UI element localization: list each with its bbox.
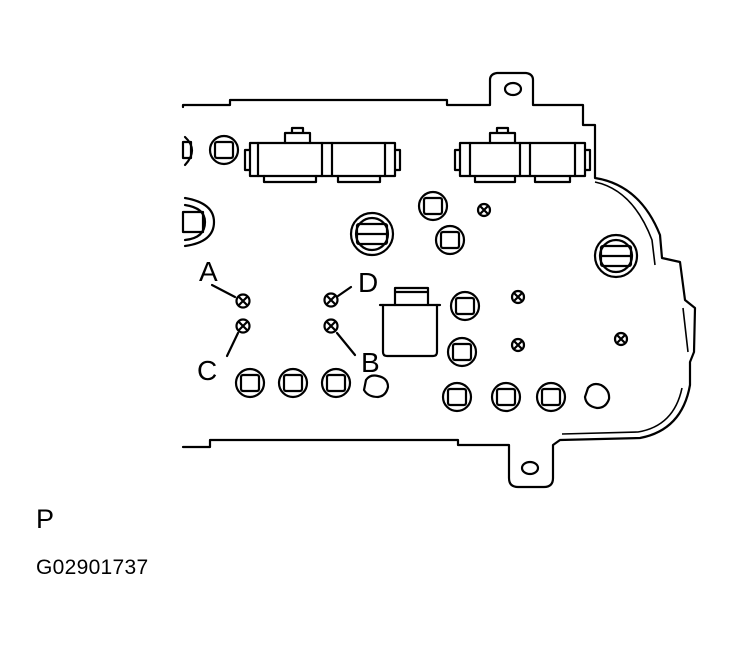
top-mounting-hole: [503, 81, 523, 97]
callout-a: A: [199, 256, 218, 287]
board-inner-edge: [561, 181, 689, 435]
bulb-sockets: [181, 134, 567, 413]
irregular-hole-2: [583, 382, 611, 410]
right-connector: [453, 126, 592, 184]
left-connector: [243, 126, 402, 184]
bottom-mounting-hole: [520, 460, 540, 476]
view-letter: P: [36, 504, 55, 534]
large-sockets: [181, 196, 639, 279]
terminal-c-point: [235, 318, 251, 334]
irregular-hole-1: [362, 374, 390, 399]
leader-c: [225, 331, 240, 358]
leader-b: [335, 331, 357, 357]
terminal-d-point: [323, 292, 339, 308]
callout-b: B: [361, 347, 380, 378]
terminal-b-point: [323, 318, 339, 334]
leader-a: [210, 283, 237, 299]
callout-d: D: [358, 267, 378, 298]
callout-c: C: [197, 355, 217, 386]
terminal-a-point: [235, 293, 251, 309]
center-component: [378, 286, 442, 358]
leader-d: [336, 285, 353, 298]
board-outline: [181, 71, 697, 489]
figure-id: G02901737: [36, 556, 149, 579]
screw-holes: [476, 202, 629, 353]
